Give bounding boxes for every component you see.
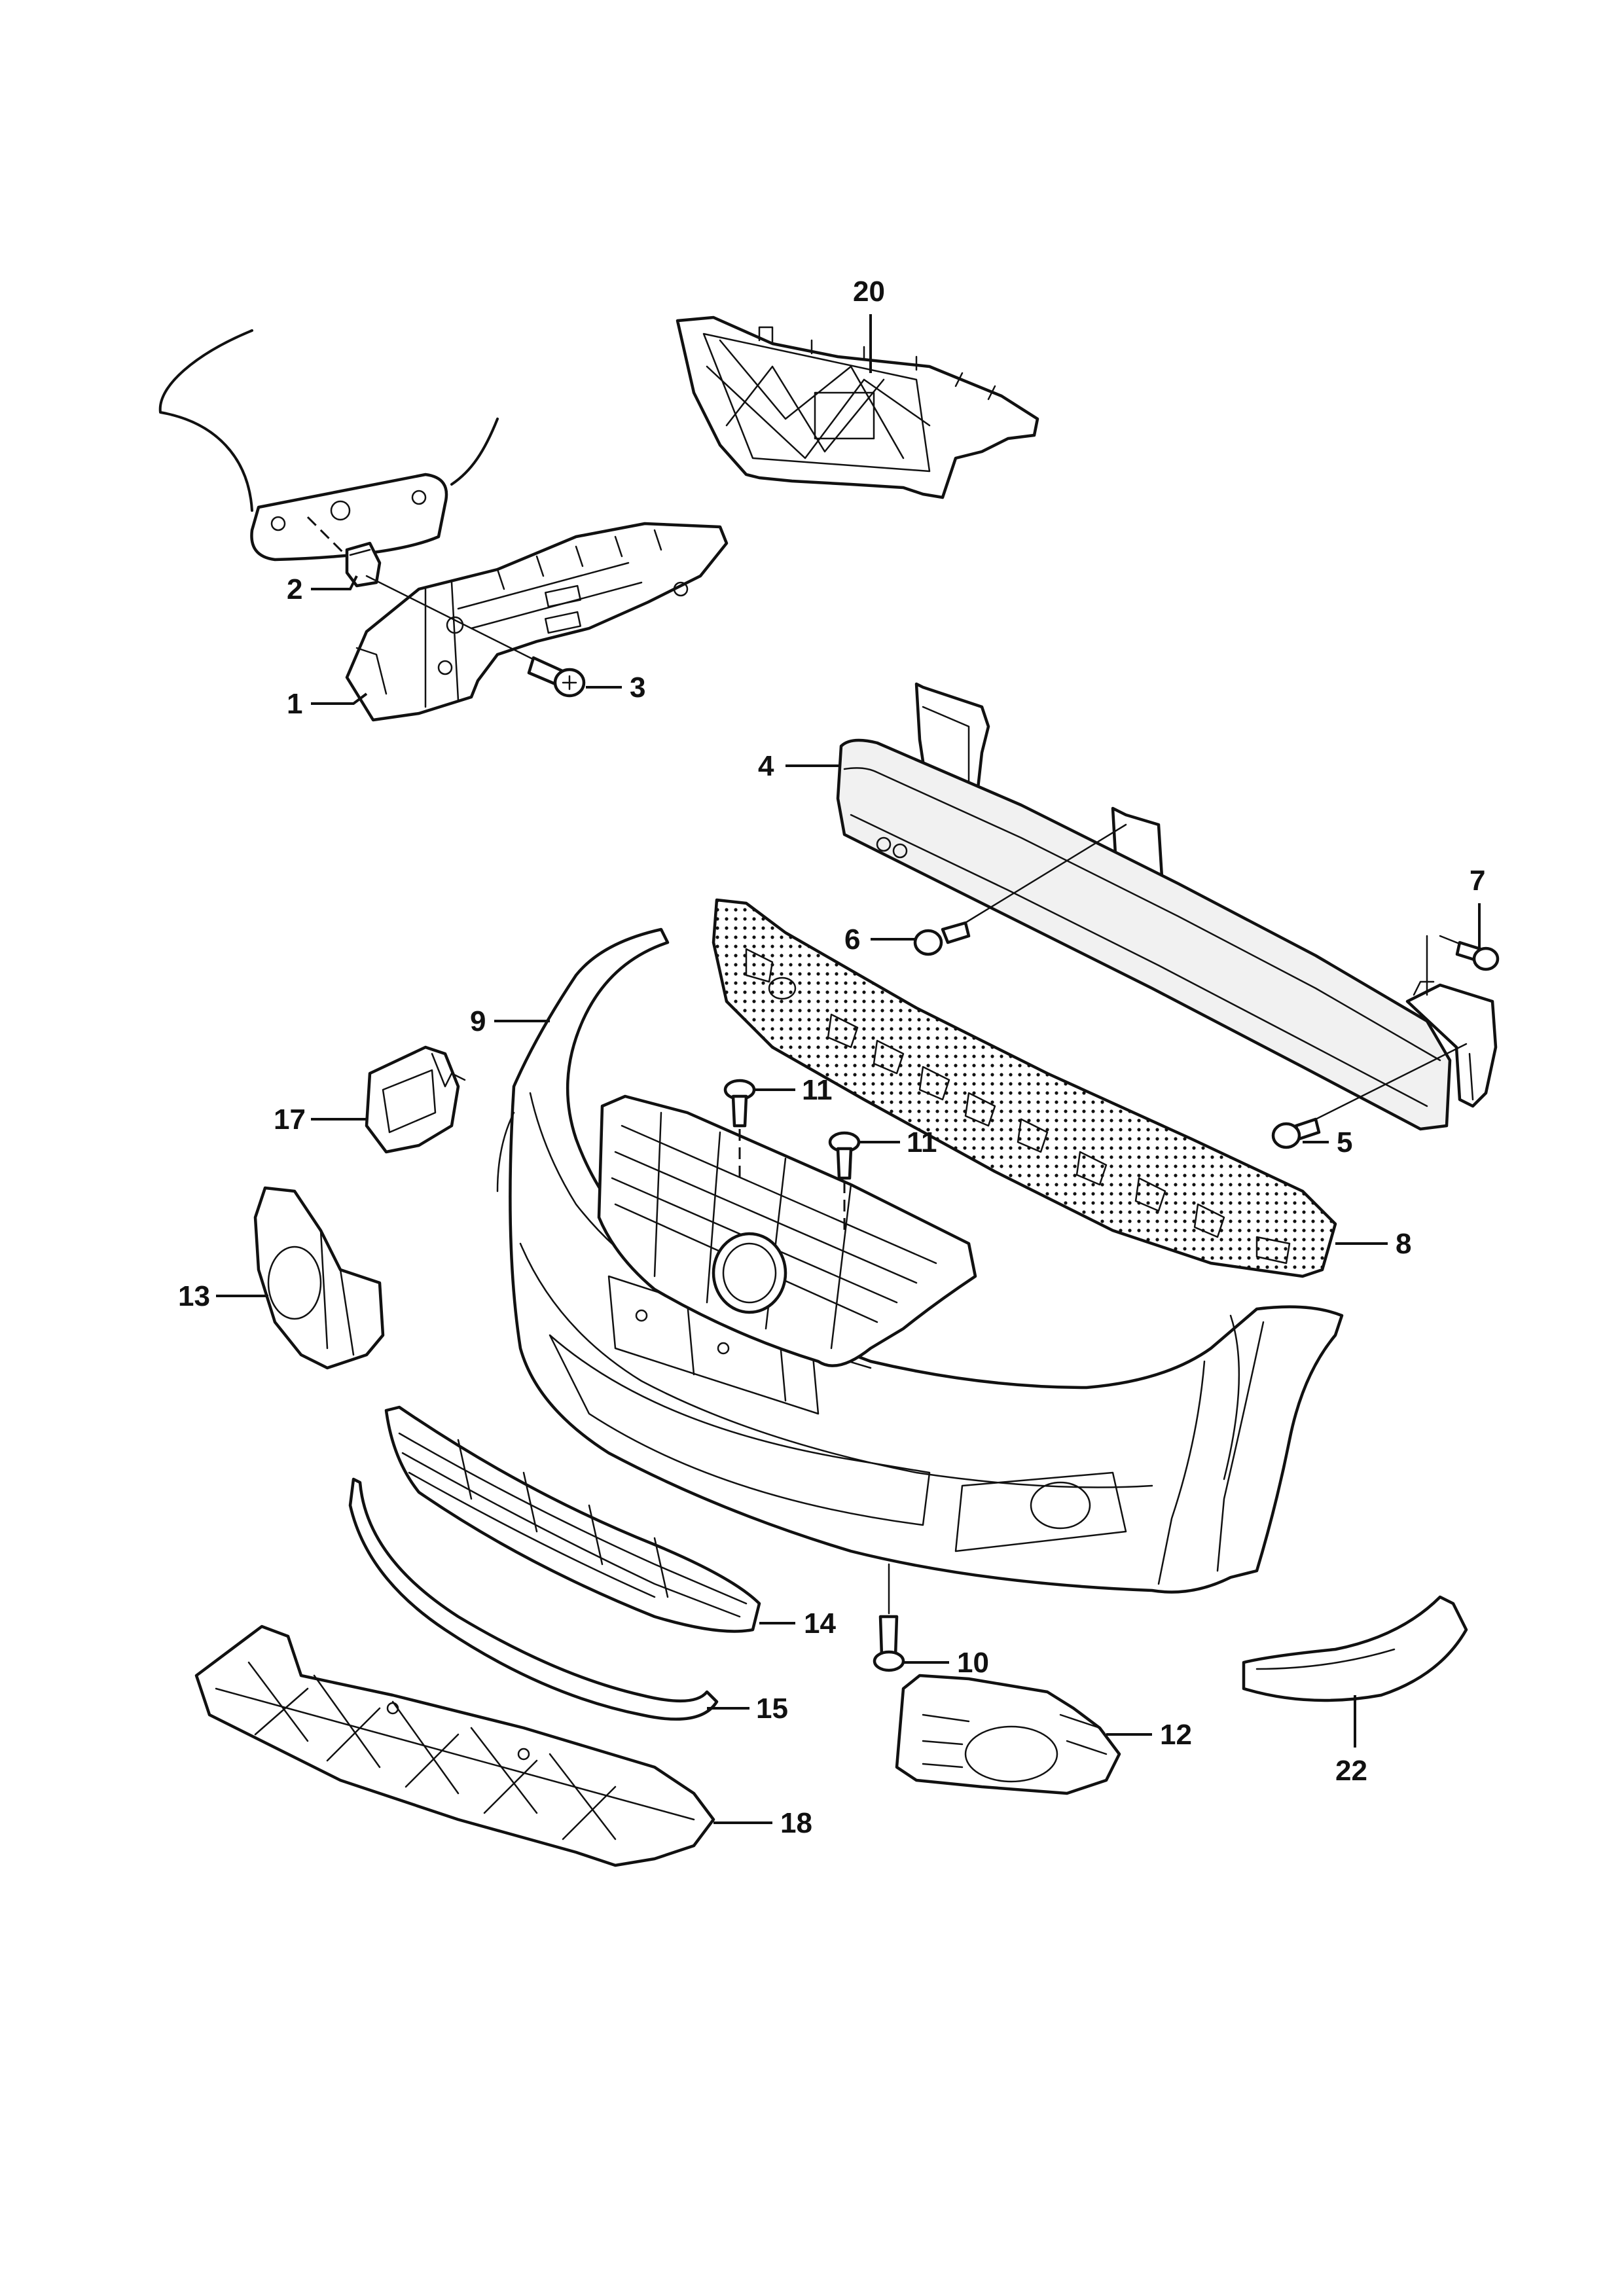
part-18-undertray [194, 1624, 715, 1867]
part-11-screw-b [828, 1131, 861, 1230]
callout-20: 20 [853, 276, 885, 308]
callout-labels: 20 2 1 3 4 6 7 5 8 9 11 11 17 13 10 14 1… [178, 276, 1485, 1839]
callout-18: 18 [780, 1807, 812, 1839]
part-1-side-bracket [345, 522, 729, 722]
part-4-reinforcement-beam [836, 682, 1498, 1131]
callout-4: 4 [758, 750, 774, 782]
callout-8: 8 [1396, 1228, 1411, 1260]
callout-1: 1 [287, 688, 302, 720]
callout-14: 14 [804, 1607, 836, 1640]
part-8-energy-absorber [712, 898, 1337, 1278]
fender-outline [158, 329, 499, 577]
callout-11a: 11 [802, 1074, 833, 1106]
part-12-fog-bezel [895, 1674, 1121, 1795]
callout-10: 10 [957, 1647, 989, 1679]
callout-13: 13 [178, 1280, 210, 1312]
part-20-bracket [676, 315, 1039, 499]
part-3-screw [365, 575, 586, 698]
part-13-air-duct [253, 1186, 385, 1370]
part-17-bracket [365, 1045, 466, 1154]
part-2-clip [345, 541, 382, 588]
part-7-screw [1426, 935, 1500, 996]
callout-9: 9 [470, 1005, 486, 1037]
callout-5: 5 [1337, 1126, 1352, 1158]
callout-22: 22 [1335, 1755, 1367, 1787]
callout-2: 2 [287, 573, 302, 605]
part-15-trim-strip [348, 1477, 719, 1721]
callout-15: 15 [756, 1693, 788, 1725]
callout-3: 3 [630, 672, 645, 704]
part-22-trim [1242, 1595, 1468, 1702]
callout-12: 12 [1160, 1719, 1192, 1751]
callout-7: 7 [1470, 865, 1485, 897]
callout-17: 17 [274, 1103, 306, 1136]
part-14-lower-grille [384, 1405, 761, 1633]
callout-6: 6 [844, 924, 860, 956]
upper-grille [597, 1094, 977, 1367]
part-10-screw [873, 1563, 905, 1672]
leader-lines [216, 314, 1481, 1824]
part-11-screw-a [723, 1079, 756, 1178]
part-5-screw [1271, 1043, 1468, 1149]
callout-11b: 11 [907, 1126, 937, 1158]
part-6-screw [913, 823, 1127, 956]
